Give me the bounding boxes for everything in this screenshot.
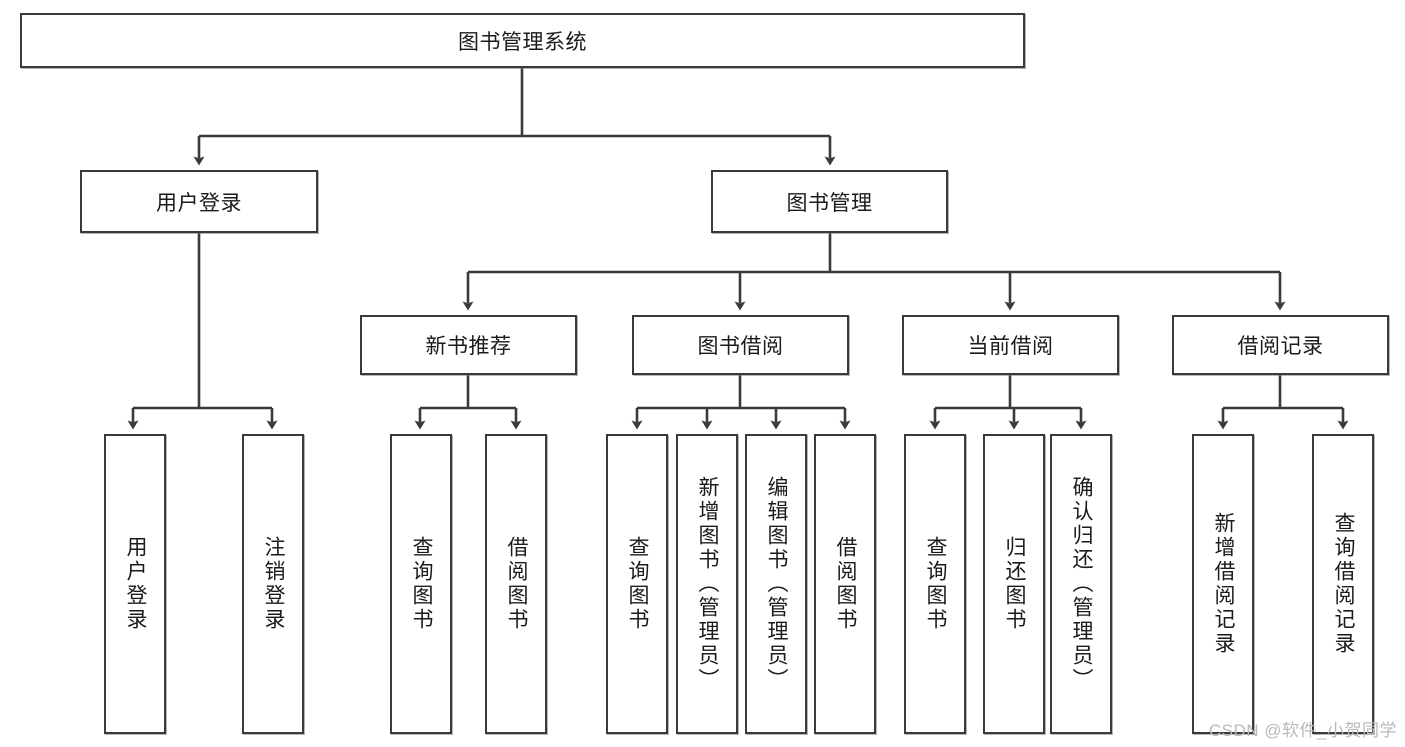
node-leaf-query-book-1[interactable]: 查询图书 xyxy=(390,434,452,734)
node-leaf-query-book-1-label: 查询图书 xyxy=(410,536,433,632)
node-leaf-add-book-admin-label: 新增图书（管理员） xyxy=(696,476,719,692)
node-leaf-query-borrow-record[interactable]: 查询借阅记录 xyxy=(1312,434,1374,734)
node-leaf-add-borrow-record[interactable]: 新增借阅记录 xyxy=(1192,434,1254,734)
node-leaf-user-login-label: 用户登录 xyxy=(124,536,147,632)
node-current-borrow[interactable]: 当前借阅 xyxy=(902,315,1119,375)
node-leaf-return-book-label: 归还图书 xyxy=(1003,536,1026,632)
node-book-borrow-label: 图书借阅 xyxy=(697,335,784,358)
node-leaf-edit-book-admin[interactable]: 编辑图书（管理员） xyxy=(745,434,807,734)
node-root[interactable]: 图书管理系统 xyxy=(20,13,1025,68)
node-leaf-query-book-2[interactable]: 查询图书 xyxy=(606,434,668,734)
node-root-label: 图书管理系统 xyxy=(458,30,587,54)
watermark: CSDN @软件_小贺同学 xyxy=(1208,721,1397,740)
node-leaf-query-book-3-label: 查询图书 xyxy=(924,536,947,632)
node-leaf-borrow-book-2-label: 借阅图书 xyxy=(834,536,857,632)
node-current-borrow-label: 当前借阅 xyxy=(967,335,1054,358)
node-leaf-add-book-admin[interactable]: 新增图书（管理员） xyxy=(676,434,738,734)
node-leaf-query-book-3[interactable]: 查询图书 xyxy=(904,434,966,734)
node-leaf-add-borrow-record-label: 新增借阅记录 xyxy=(1212,512,1235,656)
node-leaf-return-book[interactable]: 归还图书 xyxy=(983,434,1045,734)
node-new-book-recommend[interactable]: 新书推荐 xyxy=(360,315,577,375)
node-leaf-borrow-book-1-label: 借阅图书 xyxy=(505,536,528,632)
node-leaf-borrow-book-1[interactable]: 借阅图书 xyxy=(485,434,547,734)
node-leaf-user-login[interactable]: 用户登录 xyxy=(104,434,166,734)
node-leaf-logout-label: 注销登录 xyxy=(262,536,285,632)
node-leaf-confirm-return-admin-label: 确认归还（管理员） xyxy=(1070,476,1093,692)
node-leaf-query-book-2-label: 查询图书 xyxy=(626,536,649,632)
node-new-book-recommend-label: 新书推荐 xyxy=(425,335,512,358)
node-borrow-record[interactable]: 借阅记录 xyxy=(1172,315,1389,375)
node-book-manage[interactable]: 图书管理 xyxy=(711,170,948,233)
node-user-login-label: 用户登录 xyxy=(156,191,242,215)
node-book-manage-label: 图书管理 xyxy=(786,191,873,215)
node-borrow-record-label: 借阅记录 xyxy=(1237,335,1324,358)
node-leaf-logout[interactable]: 注销登录 xyxy=(242,434,304,734)
node-book-borrow[interactable]: 图书借阅 xyxy=(632,315,849,375)
node-leaf-borrow-book-2[interactable]: 借阅图书 xyxy=(814,434,876,734)
node-leaf-edit-book-admin-label: 编辑图书（管理员） xyxy=(765,476,788,692)
node-leaf-confirm-return-admin[interactable]: 确认归还（管理员） xyxy=(1050,434,1112,734)
node-user-login[interactable]: 用户登录 xyxy=(80,170,318,233)
node-leaf-query-borrow-record-label: 查询借阅记录 xyxy=(1332,512,1355,656)
